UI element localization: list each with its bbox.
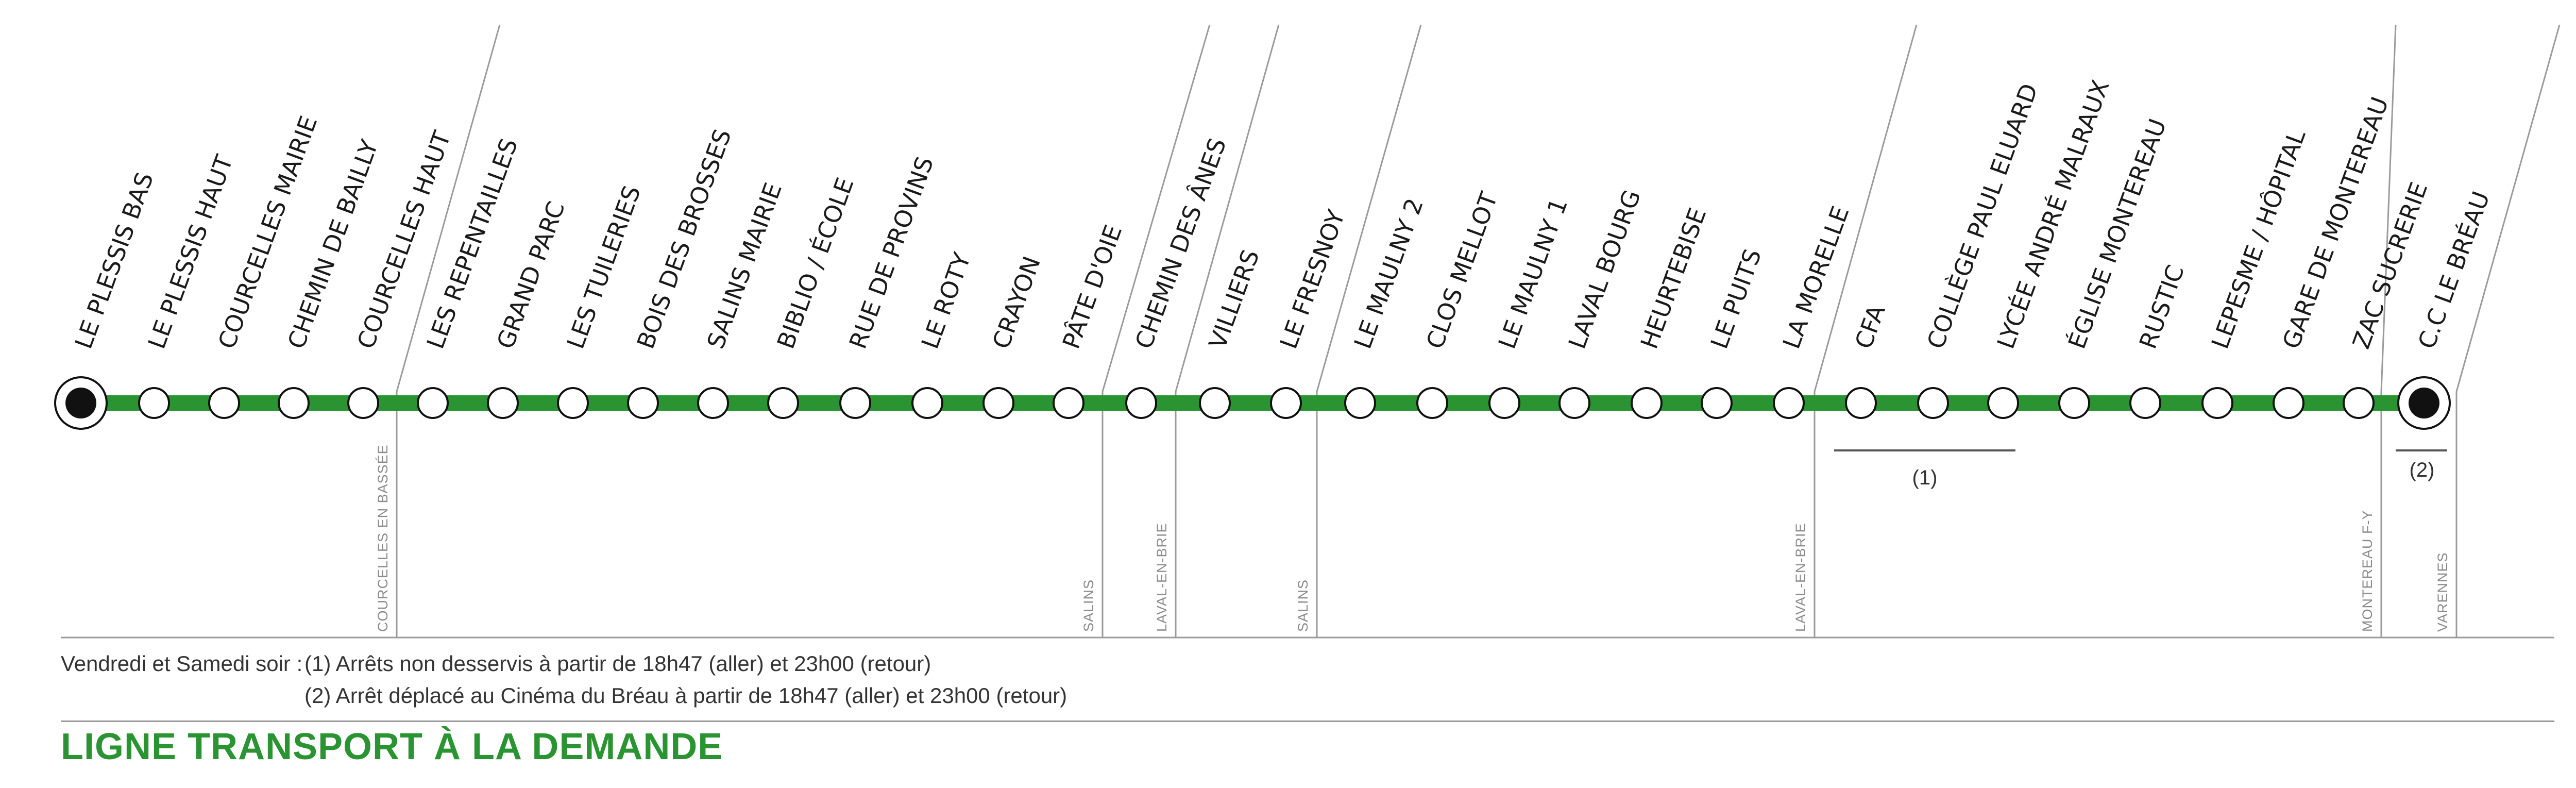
stop-marker	[1558, 387, 1590, 419]
stop-label-heurtebise: HEURTEBISE	[1635, 204, 1712, 353]
stop-marker	[2129, 387, 2161, 419]
commune-separator	[1101, 24, 1211, 638]
commune-separator	[1175, 24, 1280, 638]
title-divider	[61, 720, 2554, 722]
commune-separator	[396, 24, 501, 638]
stop-label-biblio-ecole: BIBLIO / ÉCOLE	[772, 174, 859, 352]
commune-label-laval-en-brie: LAVAL-EN-BRIE	[1793, 523, 1808, 632]
commune-separator	[1814, 24, 1918, 638]
commune-label-varennes: VARENNES	[2435, 552, 2450, 632]
commune-label-laval-en-brie: LAVAL-EN-BRIE	[1154, 523, 1170, 632]
stop-marker	[697, 387, 729, 419]
footnote-2: (2) Arrêt déplacé au Cinéma du Bréau à p…	[304, 683, 1067, 708]
stop-marker	[1488, 387, 1520, 419]
footnotes: Vendredi et Samedi soir :(1) Arrêts non …	[61, 648, 2482, 712]
stop-marker	[487, 387, 519, 419]
stop-marker	[1344, 387, 1376, 419]
stop-marker	[557, 387, 589, 419]
stop-label-laval-bourg: LAVAL BOURG	[1563, 186, 1646, 353]
stop-label-le-fresnoy: LE FRESNOY	[1275, 206, 1351, 352]
footnote-row-1: Vendredi et Samedi soir :(1) Arrêts non …	[61, 648, 2482, 680]
stop-marker	[767, 387, 799, 419]
stop-label-le-puits: LE PUITS	[1705, 245, 1767, 353]
stop-marker	[417, 387, 449, 419]
stop-label-grand-parc: GRAND PARC	[492, 198, 570, 353]
stop-marker	[1701, 387, 1733, 419]
terminus-dot	[2409, 388, 2439, 418]
footnote-prefix: Vendredi et Samedi soir :	[61, 651, 303, 676]
stop-marker	[347, 387, 379, 419]
stop-label-les-tuileries: LES TUILERIES	[562, 182, 646, 353]
stop-label-le-maulny-2: LE MAULNY 2	[1349, 195, 1429, 353]
stop-marker	[2058, 387, 2090, 419]
stop-marker	[138, 387, 170, 419]
footnote-1: (1) Arrêts non desservis à partir de 18h…	[304, 651, 931, 676]
stop-marker	[2273, 387, 2304, 419]
commune-separator	[2380, 24, 2397, 638]
stop-label-c-c-le-breau: C.C LE BRÉAU	[2413, 188, 2495, 353]
commune-label-salins: SALINS	[1295, 579, 1311, 632]
stop-marker	[1631, 387, 1663, 419]
stop-marker	[1987, 387, 2019, 419]
stop-marker	[1917, 387, 1949, 419]
note-1-label: (1)	[1912, 466, 1938, 489]
commune-label-salins: SALINS	[1081, 579, 1096, 632]
stop-label-rustic: RUSTIC	[2134, 261, 2190, 353]
stop-label-la-morelle: LA MORELLE	[1777, 203, 1855, 353]
stop-marker	[982, 387, 1014, 419]
stop-label-crayon: CRAYON	[987, 253, 1046, 353]
stop-marker	[278, 387, 310, 419]
commune-separators	[396, 24, 2561, 638]
stop-marker	[839, 387, 871, 419]
line-title: LIGNE TRANSPORT À LA DEMANDE	[61, 726, 723, 767]
commune-label-montereau-f-y: MONTEREAU F-Y	[2360, 510, 2375, 632]
note-2-label: (2)	[2410, 459, 2435, 481]
stop-marker	[1125, 387, 1157, 419]
stop-marker	[2343, 387, 2375, 419]
stop-marker	[1053, 387, 1084, 419]
stop-marker	[911, 387, 943, 419]
stop-marker	[1270, 387, 1302, 419]
footnote-row-2: (2) Arrêt déplacé au Cinéma du Bréau à p…	[61, 680, 2482, 712]
stop-label-salins-mairie: SALINS MAIRIE	[702, 179, 787, 352]
terminus-dot	[65, 388, 96, 418]
stop-marker	[627, 387, 659, 419]
stop-marker	[1199, 387, 1231, 419]
stop-label-cfa: CFA	[1850, 301, 1891, 353]
stop-marker	[1773, 387, 1805, 419]
stop-marker	[1845, 387, 1877, 419]
stops-group	[54, 376, 2451, 430]
stop-label-le-plessis-bas: LE PLESSIS BAS	[70, 169, 159, 353]
stop-label-le-maulny-1: LE MAULNY 1	[1493, 195, 1573, 353]
commune-separator	[2455, 24, 2561, 638]
commune-labels-group: COURCELLES EN BASSÉE SALINS LAVAL-EN-BRIE S…	[375, 444, 2450, 632]
stop-label-pate-d-oie: PÂTE D'OIE	[1057, 221, 1128, 353]
stop-marker	[1416, 387, 1448, 419]
commune-label-courcelles-en-bassee: COURCELLES EN BASSÉE	[375, 444, 391, 632]
note-markers-group: (1) (2)	[1834, 449, 2447, 489]
stop-label-clos-mellot: CLOS MELLOT	[1421, 188, 1503, 353]
commune-separator	[1316, 24, 1422, 638]
stop-marker	[2201, 387, 2233, 419]
stop-label-le-roty: LE ROTY	[916, 248, 976, 352]
stop-marker	[208, 387, 240, 419]
